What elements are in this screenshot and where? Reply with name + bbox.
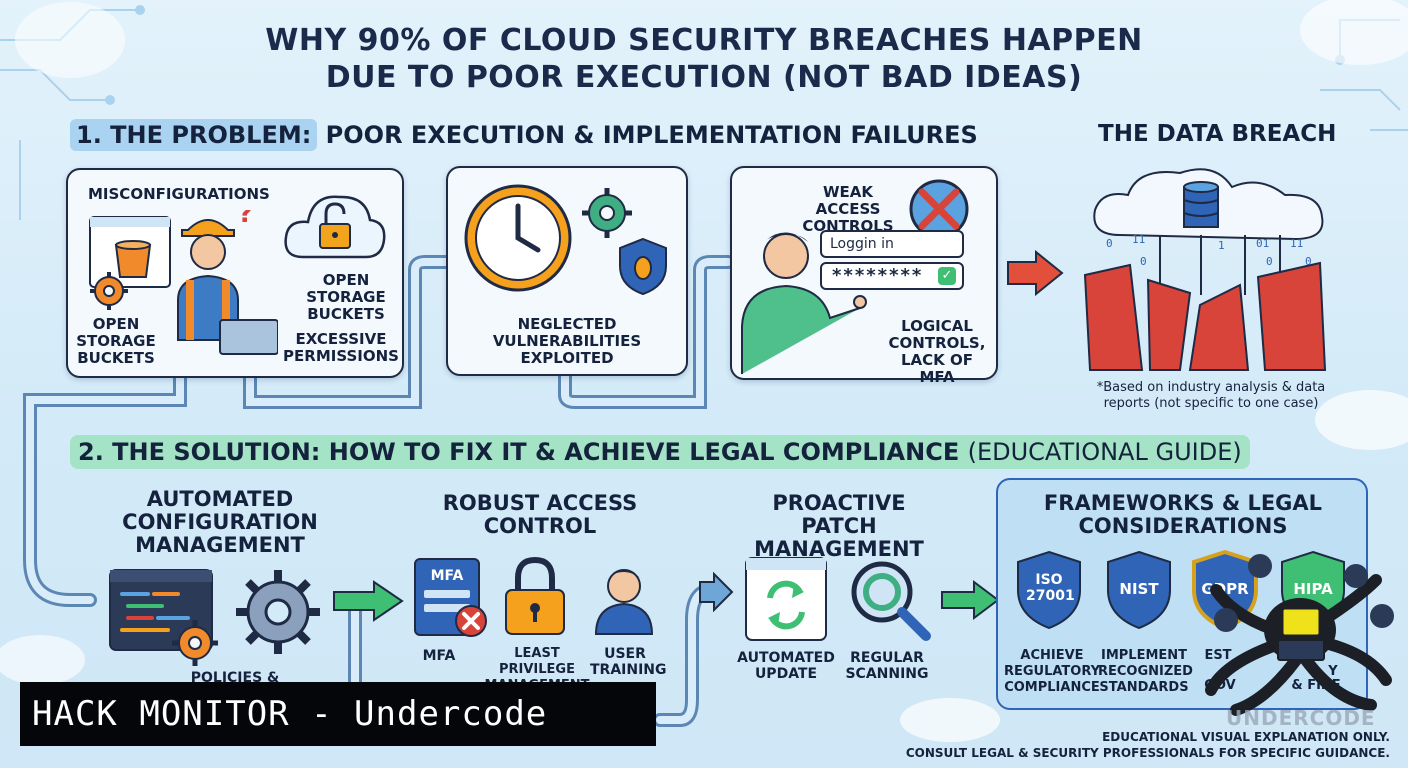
user-pointing-icon [741,232,867,374]
shield-iso: ISO 27001 [1014,550,1084,634]
breach-footnote: *Based on industry analysis & data repor… [1096,380,1326,411]
partial-label-y: Y [1328,664,1338,679]
clock-icon [464,184,572,292]
svg-text:?: ? [238,210,253,229]
solution-header-pill: 2. THE SOLUTION: HOW TO FIX IT & ACHIEVE… [70,435,1250,469]
regular-scanning-label: REGULAR SCANNING [845,650,929,682]
shield-nist: NIST [1104,550,1174,634]
shield-iso-text: ISO 27001 [1026,572,1075,604]
vulnerabilities-label: NEGLECTED VULNERABILITIES EXPLOITED [492,315,642,367]
checkmark-icon: ✓ [938,267,956,285]
automated-config-title: AUTOMATED CONFIGURATION MANAGEMENT [122,487,318,557]
excessive-permissions-label: EXCESSIVE PERMISSIONS [283,330,399,365]
binary-digit: 0 [1266,255,1273,268]
refresh-window-icon [745,557,827,641]
mfa-label: MFA [422,648,456,664]
cloud-lock-icon [284,195,386,259]
shield-nist-text: NIST [1119,580,1159,598]
login-field: Loggin in [820,230,964,258]
x-circle-icon [455,605,487,637]
data-breach-illustration: 0 11 0 1 01 0 11 0 [1083,168,1327,371]
octopus-mascot-icon [1205,554,1394,716]
gear-icon [90,272,128,310]
binary-digit: 11 [1290,237,1303,250]
frameworks-title: FRAMEWORKS & LEGAL CONSIDERATIONS [1043,491,1323,538]
binary-digit: 0 [1305,255,1312,268]
hack-monitor-banner: HACK MONITOR - Undercode [20,682,656,746]
automated-update-label: AUTOMATED UPDATE [737,650,835,682]
red-arrow-icon [1007,250,1064,296]
main-title: WHY 90% OF CLOUD SECURITY BREACHES HAPPE… [0,22,1408,96]
bucket-icon [89,216,171,288]
misconfigurations-title: MISCONFIGURATIONS [88,185,270,203]
misconfigurations-panel: MISCONFIGURATIONS ? OPEN STORAGE BUCKETS… [66,168,404,378]
orange-gear-icon [172,620,218,666]
database-icon [1183,181,1219,228]
green-arrow-icon [333,580,404,622]
x-circle-icon [909,179,969,239]
password-field: ******** ✓ [820,262,964,290]
binary-digit: 1 [1218,239,1225,252]
user-icon [594,569,654,635]
shield-icon [1017,550,1081,630]
solution-header-subtitle: (EDUCATIONAL GUIDE) [967,438,1242,466]
binary-digit: 11 [1132,233,1145,246]
gear-icon [582,188,632,238]
solution-header-text: 2. THE SOLUTION: HOW TO FIX IT & ACHIEVE… [78,438,960,466]
vulnerabilities-panel: NEGLECTED VULNERABILITIES EXPLOITED [446,166,688,376]
breach-title: THE DATA BREACH [1098,121,1337,147]
regulatory-compliance-label: ACHIEVE REGULATORY COMPLIANCE [1003,648,1101,695]
robust-access-title: ROBUST ACCESS CONTROL [442,491,638,538]
padlock-icon [505,556,565,635]
bug-shield-icon [619,237,667,296]
solution-header: 2. THE SOLUTION: HOW TO FIX IT & ACHIEVE… [70,435,1250,469]
user-training-label: USER TRAINING [590,646,667,678]
shield-icon [1107,550,1171,630]
magnifier-icon [851,561,931,641]
blue-arrow-icon [699,572,734,612]
logical-controls-label: LOGICAL CONTROLS, LACK OF MFA [888,317,986,386]
title-line-2: DUE TO POOR EXECUTION (NOT BAD IDEAS) [325,60,1083,95]
recognized-standards-label: IMPLEMENT RECOGNIZED STANDARDS [1098,648,1193,695]
frameworks-panel: FRAMEWORKS & LEGAL CONSIDERATIONS ISO 27… [996,478,1368,710]
open-buckets-right-label: OPEN STORAGE BUCKETS [306,271,386,323]
patch-management-title: PROACTIVE PATCH MANAGEMENT [754,491,924,561]
password-value: ******** [832,265,924,286]
mfa-badge-text: MFA [430,568,464,584]
disclaimer-line-2: CONSULT LEGAL & SECURITY PROFESSIONALS F… [905,746,1390,760]
open-buckets-left-label: OPEN STORAGE BUCKETS [76,315,156,367]
watermark-text: UNDERCODE [1226,706,1376,730]
title-line-1: WHY 90% OF CLOUD SECURITY BREACHES HAPPE… [265,23,1143,58]
disclaimer-line-1: EDUCATIONAL VISUAL EXPLANATION ONLY. [1102,730,1390,744]
binary-digit: 0 [1106,237,1113,250]
problem-header: 1. THE PROBLEM: POOR EXECUTION & IMPLEME… [70,119,978,151]
worker-figure-icon: ? [177,210,278,355]
shield-hipaa-text: HIPA [1293,580,1333,598]
green-arrow-icon [941,580,1000,620]
binary-digit: 0 [1140,255,1147,268]
partial-label-est: EST [1204,648,1232,663]
access-controls-panel: WEAK ACCESS CONTROLS Loggin in ******** … [730,166,998,386]
binary-digit: 01 [1256,237,1269,250]
gear-icon [236,570,320,654]
problem-header-text: POOR EXECUTION & IMPLEMENTATION FAILURES [325,121,978,149]
problem-header-number: 1. THE PROBLEM: [70,119,318,151]
